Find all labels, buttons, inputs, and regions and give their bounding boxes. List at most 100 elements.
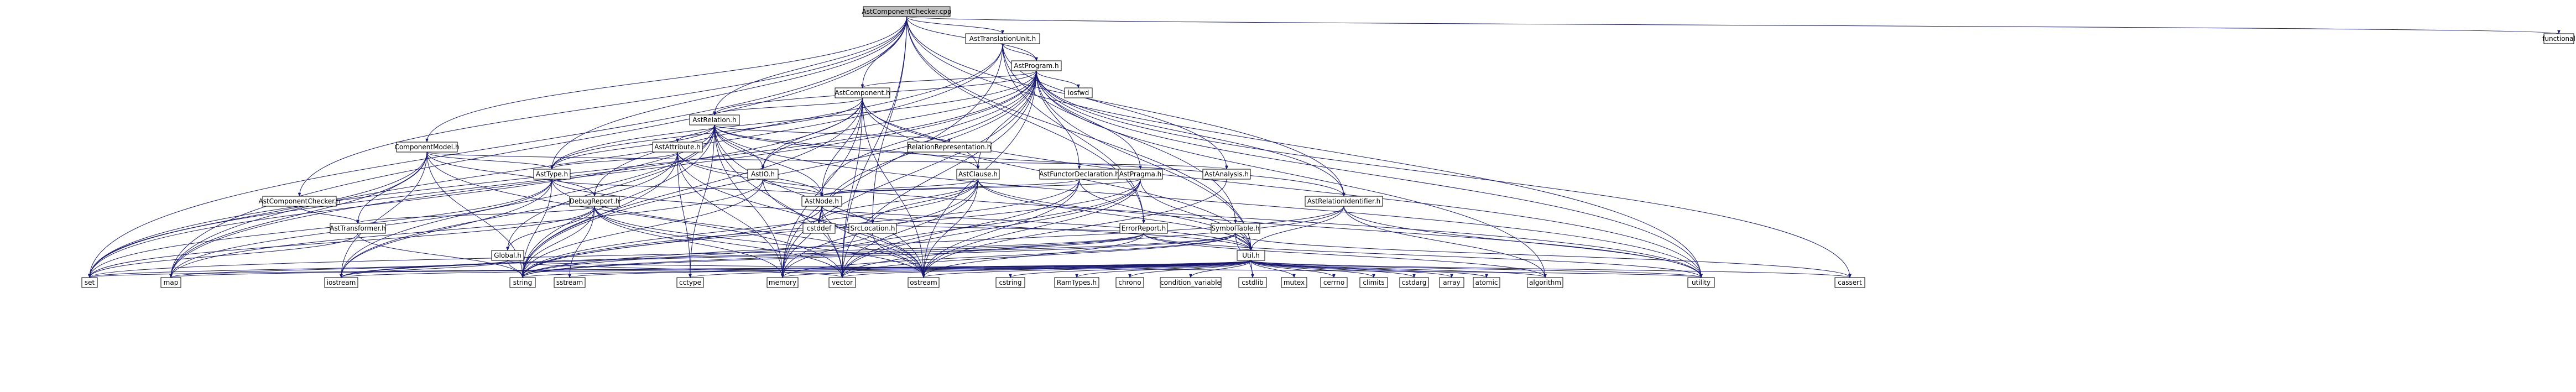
edge-global-h-to-iostream <box>340 260 508 278</box>
node-label: ostream <box>910 279 937 286</box>
node-label: RelationRepresentation.h <box>908 143 991 151</box>
edge-symboltable-h-to-iostream <box>340 233 1236 278</box>
node-label: AstRelation.h <box>692 116 736 124</box>
edge-astrelation-h-to-iostream <box>340 124 715 278</box>
node-relationrepresentation-h[interactable]: RelationRepresentation.h <box>907 142 992 153</box>
node-label: SrcLocation.h <box>850 224 895 232</box>
edge-debugreport-h-to-global-h <box>506 206 595 251</box>
node-label: AstAnalysis.h <box>1204 170 1249 178</box>
edge-asttype-h-to-iostream <box>340 179 552 278</box>
node-atomic: atomic <box>1473 277 1500 288</box>
node-box <box>965 33 1040 44</box>
node-util-h[interactable]: Util.h <box>1237 250 1265 261</box>
edge-astio-h-to-astnode-h <box>763 179 823 197</box>
edge-util-h-to-cstdarg <box>1250 260 1416 278</box>
node-label: AstTranslationUnit.h <box>969 35 1036 43</box>
node-label: RamTypes.h <box>1057 279 1097 286</box>
node-box <box>533 169 571 180</box>
node-box <box>1238 277 1267 288</box>
node-astcomponent-h[interactable]: AstComponent.h <box>835 87 890 98</box>
edge-asttype-h-to-string <box>521 179 552 278</box>
edge-util-h-to-chrono <box>1128 260 1252 278</box>
node-errorreport-h[interactable]: ErrorReport.h <box>1119 223 1168 234</box>
node-label: iosfwd <box>1068 89 1089 97</box>
node-asttype-h[interactable]: AstType.h <box>533 169 571 180</box>
edge-astcomponentchecker-cpp-to-errorreport-h <box>906 16 1145 224</box>
edge-astprogram-h-to-vector <box>841 70 1037 278</box>
edge-componentmodel-h-to-map <box>169 151 427 278</box>
node-astanalysis-h[interactable]: AstAnalysis.h <box>1202 169 1251 180</box>
node-global-h[interactable]: Global.h <box>491 250 524 261</box>
edge-util-h-to-ramtypes-h <box>1075 260 1252 278</box>
node-box <box>1118 169 1163 180</box>
node-astcomponentchecker-cpp[interactable]: AstComponentChecker.cpp <box>862 6 952 17</box>
edge-astnode-h-to-ostream <box>821 206 925 278</box>
edge-asttranslationunit-h-to-symboltable-h <box>1002 43 1237 224</box>
node-label: AstClause.h <box>958 170 998 178</box>
edge-astrelation-h-to-global-h <box>506 124 715 251</box>
node-astcomponentchecker-h[interactable]: AstComponentChecker.h <box>259 196 341 207</box>
node-label: cctype <box>679 279 701 286</box>
node-label: map <box>164 279 179 286</box>
node-cstring: cstring <box>995 277 1025 288</box>
node-cassert: cassert <box>1834 277 1865 288</box>
node-astrelation-h[interactable]: AstRelation.h <box>689 114 740 126</box>
node-componentmodel-h[interactable]: ComponentModel.h <box>394 142 460 153</box>
edge-util-h-to-cerrno <box>1250 260 1336 278</box>
edge-astcomponentchecker-cpp-to-astrelation-h <box>713 16 907 116</box>
node-label: cerrno <box>1323 279 1344 286</box>
node-asttranslationunit-h[interactable]: AstTranslationUnit.h <box>965 33 1040 44</box>
node-ramtypes-h[interactable]: RamTypes.h <box>1054 277 1099 288</box>
edge-errorreport-h-to-string <box>521 233 1144 278</box>
node-box <box>1119 223 1168 234</box>
node-astio-h[interactable]: AstIO.h <box>747 169 779 180</box>
node-astpragma-h[interactable]: AstPragma.h <box>1118 169 1163 180</box>
node-debugreport-h[interactable]: DebugReport.h <box>569 196 620 207</box>
node-astfunctordeclaration-h[interactable]: AstFunctorDeclaration.h <box>1039 169 1119 180</box>
node-astclause-h[interactable]: AstClause.h <box>956 169 1000 180</box>
node-astprogram-h[interactable]: AstProgram.h <box>1011 60 1062 71</box>
node-sstream: sstream <box>554 277 586 288</box>
edge-debugreport-h-to-vector <box>594 206 844 278</box>
node-label: AstPragma.h <box>1119 170 1162 178</box>
edge-astpragma-h-to-memory <box>781 179 1141 278</box>
node-box <box>509 277 536 288</box>
node-box <box>1202 169 1251 180</box>
node-box <box>835 87 890 98</box>
node-box <box>828 277 856 288</box>
edge-util-h-to-cstring <box>1009 260 1252 278</box>
edge-astprogram-h-to-asttype-h <box>550 70 1037 170</box>
edge-asttransformer-h-to-string <box>357 233 524 278</box>
edge-astprogram-h-to-util-h <box>1036 70 1253 251</box>
node-symboltable-h[interactable]: SymbolTable.h <box>1211 223 1260 234</box>
node-astrelationidentifier-h[interactable]: AstRelationIdentifier.h <box>1305 196 1383 207</box>
node-iostream: iostream <box>324 277 358 288</box>
edge-astclause-h-to-ostream <box>922 179 978 278</box>
node-srclocation-h[interactable]: SrcLocation.h <box>848 223 897 234</box>
node-astattribute-h[interactable]: AstAttribute.h <box>652 142 703 153</box>
node-memory: memory <box>766 277 799 288</box>
node-astnode-h[interactable]: AstNode.h <box>801 196 842 207</box>
edge-asttranslationunit-h-to-map <box>169 43 1003 278</box>
node-box <box>956 169 1000 180</box>
node-label: climits <box>1363 279 1384 286</box>
edge-util-h-to-cstdlib <box>1250 260 1254 278</box>
edge-astnode-h-to-vector <box>821 206 844 278</box>
node-box <box>1305 196 1383 207</box>
edge-astattribute-h-to-iostream <box>340 151 678 278</box>
edge-util-h-to-sstream <box>568 260 1252 278</box>
edge-astcomponent-h-to-ostream <box>862 97 925 278</box>
edge-astrelation-h-to-memory <box>714 124 784 278</box>
node-box <box>262 196 337 207</box>
node-label: AstTransformer.h <box>330 224 386 232</box>
node-box <box>1527 277 1563 288</box>
edge-astrelationidentifier-h-to-utility <box>1343 206 1703 278</box>
node-label: algorithm <box>1529 279 1561 286</box>
edge-astcomponent-h-to-astrelation-h <box>713 97 863 116</box>
edge-symboltable-h-to-string <box>521 233 1236 278</box>
node-asttransformer-h[interactable]: AstTransformer.h <box>330 223 386 234</box>
node-label: DebugReport.h <box>570 197 620 205</box>
node-chrono: chrono <box>1115 277 1144 288</box>
edge-astcomponentchecker-cpp-to-utility <box>906 16 1703 278</box>
edge-astcomponentchecker-cpp-to-astrelationidentifier-h <box>906 16 1346 197</box>
